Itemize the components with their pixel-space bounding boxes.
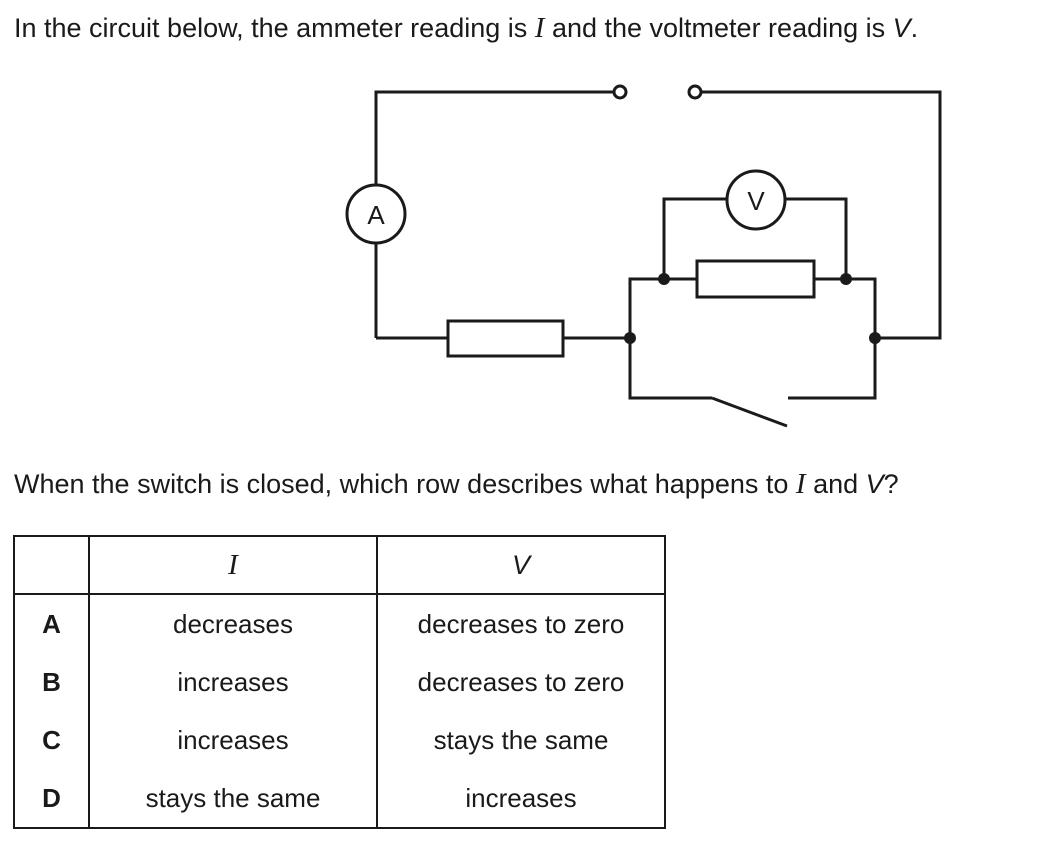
question-ask-middle: and [805, 469, 866, 499]
terminal-right [687, 84, 703, 100]
current-change: increases [88, 711, 378, 769]
question-intro: In the circuit below, the ammeter readin… [14, 12, 918, 44]
header-current: I [88, 535, 378, 595]
question-intro-middle: and the voltmeter reading is [544, 13, 893, 43]
wire-top-right [702, 90, 942, 340]
ammeter-label: A [367, 200, 385, 230]
voltmeter-symbol [725, 169, 787, 231]
voltage-change: stays the same [376, 711, 666, 769]
wire-upper-branch-left [628, 277, 697, 338]
junction-dot [869, 332, 881, 344]
junction-dot [624, 332, 636, 344]
resistor-parallel [695, 259, 816, 299]
wire-switch-right [788, 338, 877, 400]
question-prompt: When the switch is closed, which row des… [14, 468, 899, 500]
current-change: stays the same [88, 769, 378, 829]
question-ask-prefix: When the switch is closed, which row des… [14, 469, 796, 499]
ammeter-symbol [345, 183, 407, 245]
header-blank [13, 535, 90, 595]
answer-row-b[interactable]: B increases decreases to zero [13, 653, 666, 711]
header-voltage: V [376, 535, 666, 595]
wire-top-left [374, 90, 613, 194]
answer-table: I V A decreases decreases to zero B incr… [13, 535, 666, 829]
answer-row-c[interactable]: C increases stays the same [13, 711, 666, 769]
wire-voltmeter-left [662, 197, 727, 279]
wire-voltmeter-right [785, 197, 848, 279]
junction-dot [840, 273, 852, 285]
switch-lever [711, 396, 788, 428]
voltage-symbol: V [865, 469, 884, 499]
junction-dot [658, 273, 670, 285]
question-intro-prefix: In the circuit below, the ammeter readin… [14, 13, 535, 43]
answer-row-a[interactable]: A decreases decreases to zero [13, 594, 666, 653]
row-letter: D [13, 769, 90, 829]
question-intro-suffix: . [910, 13, 919, 43]
voltage-change: decreases to zero [376, 594, 666, 653]
current-symbol: I [534, 12, 545, 44]
voltage-change: increases [376, 769, 666, 829]
wire-upper-branch-right [814, 277, 877, 338]
table-header-row: I V [13, 535, 666, 595]
current-change: decreases [88, 594, 378, 653]
question-ask-suffix: ? [883, 469, 899, 499]
row-letter: B [13, 653, 90, 711]
terminal-left [612, 84, 628, 100]
row-letter: A [13, 594, 90, 653]
row-letter: C [13, 711, 90, 769]
resistor-fixed [446, 319, 565, 358]
voltage-change: decreases to zero [376, 653, 666, 711]
circuit-diagram: A V [345, 84, 942, 428]
wire-switch-left [628, 338, 712, 400]
answer-row-d[interactable]: D stays the same increases [13, 769, 666, 829]
voltage-symbol: V [892, 13, 911, 43]
current-symbol: I [795, 468, 806, 500]
current-change: increases [88, 653, 378, 711]
voltmeter-label: V [747, 186, 765, 216]
